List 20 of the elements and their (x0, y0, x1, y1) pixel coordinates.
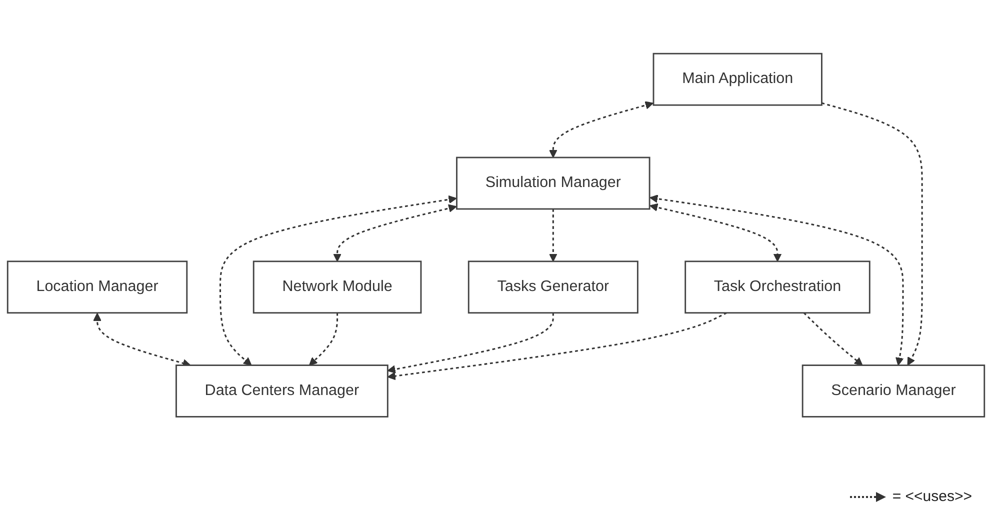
arrow (650, 203, 782, 262)
node-box: Network Module (252, 260, 422, 314)
arrow (548, 208, 558, 262)
arrow (803, 312, 863, 366)
arrow (333, 204, 457, 262)
node-box: Data Centers Manager (176, 364, 388, 418)
arrow (219, 195, 457, 366)
node-box: Simulation Manager (456, 156, 650, 210)
node-box: Tasks Generator (468, 260, 638, 314)
arrow (822, 102, 923, 366)
node-box: Scenario Manager (802, 364, 986, 418)
arrow (650, 194, 904, 366)
node-box: Location Manager (6, 260, 188, 314)
arrow (308, 312, 338, 366)
node-box: Task Orchestration (684, 260, 870, 314)
arrow (387, 312, 727, 380)
arrow (387, 312, 554, 374)
legend-text: = <<uses>> (892, 488, 972, 505)
node-box: Main Application (652, 52, 822, 106)
arrow (548, 100, 654, 158)
